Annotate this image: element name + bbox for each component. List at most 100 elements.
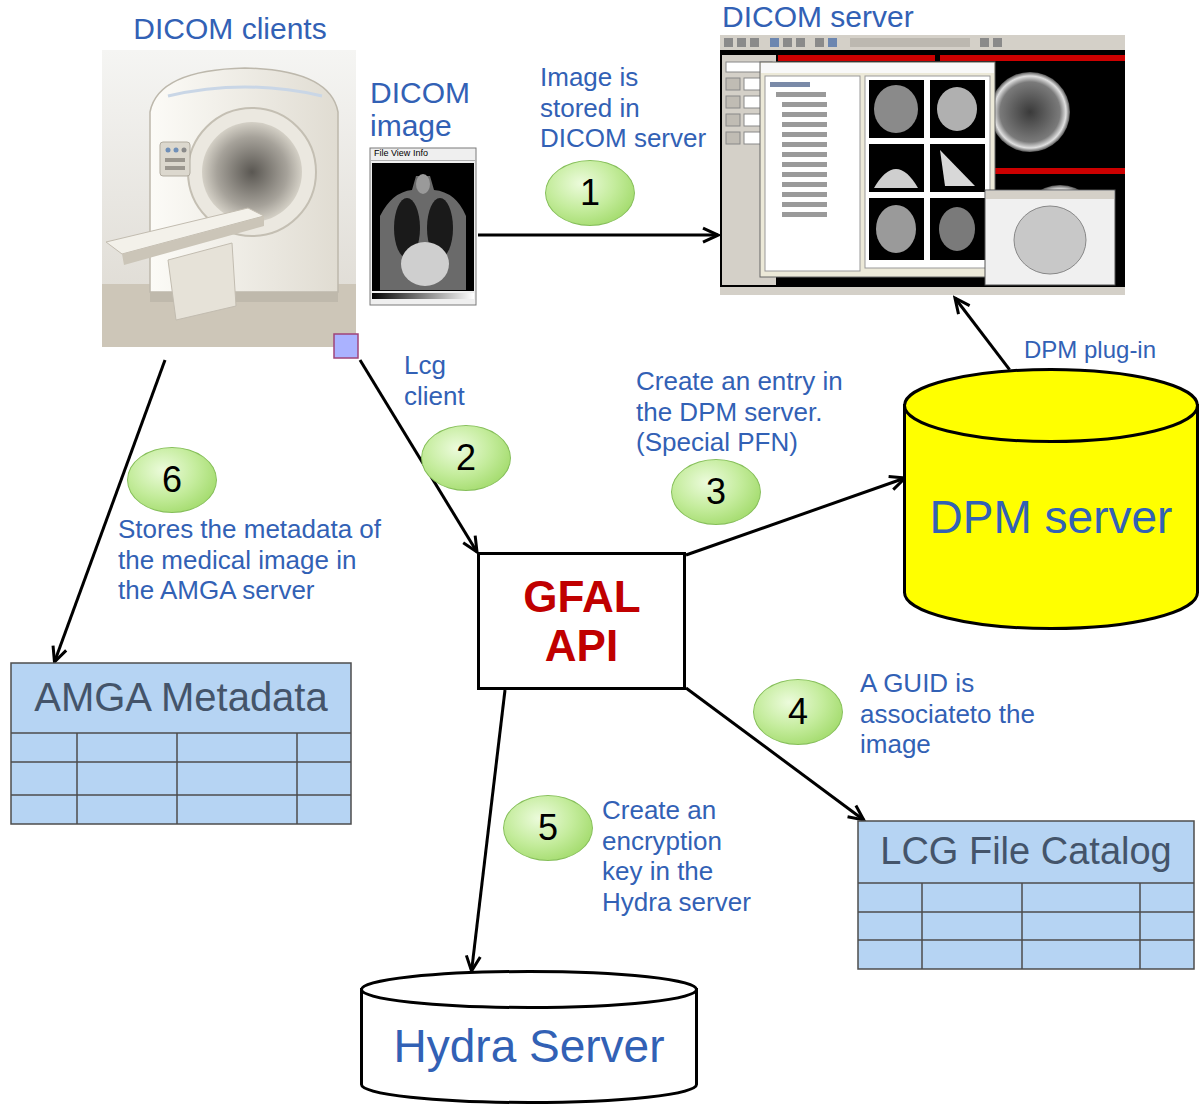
dicom-server-screenshot-part bbox=[760, 62, 995, 277]
dicom-server-screenshot-part bbox=[874, 85, 918, 133]
dicom-server-screenshot-part bbox=[990, 72, 1070, 152]
dicom-server-screenshot-part bbox=[776, 92, 826, 97]
key-server-cylinder-lid bbox=[362, 972, 697, 1008]
catalog-table-rule bbox=[858, 882, 1194, 884]
connector-arrow bbox=[54, 360, 165, 662]
dicom-server-screenshot-part bbox=[726, 132, 740, 144]
api-box-text: GFAL API bbox=[523, 572, 640, 671]
dicom-server-screenshot-part bbox=[869, 80, 924, 138]
menu-text: File bbox=[374, 148, 389, 159]
dicom-server-screenshot-part bbox=[724, 38, 733, 47]
metadata-table: AMGA Metadata bbox=[10, 662, 352, 825]
callout-number: 2 bbox=[421, 425, 511, 491]
client-port-square-part bbox=[334, 334, 358, 358]
callout-number: 1 bbox=[545, 160, 635, 226]
scanner-illustration-part bbox=[165, 158, 185, 162]
dicom-server-screenshot-part bbox=[783, 38, 792, 47]
dicom-server-screenshot-part bbox=[761, 63, 994, 73]
dicom-image-window-part bbox=[401, 242, 449, 286]
step-caption: Stores the metadata of the medical image… bbox=[118, 514, 388, 606]
dicom-server-screenshot-part bbox=[726, 114, 740, 126]
dicom-server-screenshot-part bbox=[930, 144, 985, 192]
dicom-server-screenshot-part bbox=[986, 191, 1114, 199]
image-thumbnail-text: DICOM image bbox=[370, 76, 478, 142]
storage-cylinder: DPM server bbox=[903, 368, 1199, 630]
dicom-server-screenshot-part bbox=[865, 76, 990, 268]
dicom-server-screenshot-part bbox=[869, 198, 924, 260]
dicom-image-window-part bbox=[372, 293, 474, 299]
dicom-server-screenshot-part bbox=[850, 38, 970, 47]
dicom-server-screenshot-part bbox=[939, 207, 975, 251]
dicom-server-screenshot-part bbox=[782, 202, 827, 207]
scanner-illustration-part bbox=[160, 142, 190, 176]
connector-arrow bbox=[472, 690, 505, 971]
dicom-server-screenshot-part bbox=[993, 38, 1002, 47]
dicom-server-screenshot-part bbox=[765, 76, 860, 271]
metadata-table-text: AMGA Metadata bbox=[10, 662, 352, 733]
dicom-server-screenshot-part bbox=[720, 35, 1125, 295]
metadata-table-rule bbox=[296, 733, 298, 824]
scanner-illustration bbox=[102, 50, 356, 347]
scanner-illustration-part bbox=[102, 50, 356, 347]
client-port-square bbox=[334, 334, 358, 358]
key-server-cylinder: Hydra Server bbox=[360, 970, 698, 1104]
dicom-server-screenshot-part bbox=[782, 192, 827, 197]
dicom-server-screenshot-part bbox=[726, 96, 740, 108]
dicom-server-screenshot-part bbox=[750, 38, 759, 47]
dicom-server-screenshot bbox=[720, 35, 1125, 295]
catalog-table-rule bbox=[1021, 883, 1023, 969]
metadata-table-frame bbox=[11, 663, 351, 824]
dicom-server-screenshot-part bbox=[782, 132, 827, 137]
callout-number: 3 bbox=[671, 459, 761, 525]
catalog-table-rule bbox=[921, 883, 923, 969]
metadata-table-rule bbox=[11, 761, 351, 763]
dicom-server-screenshot-part bbox=[782, 152, 827, 157]
callout-number: 4 bbox=[753, 679, 843, 745]
metadata-table-rule bbox=[11, 794, 351, 796]
dicom-server-screenshot-part bbox=[726, 78, 740, 90]
dicom-server-screenshot-part bbox=[876, 205, 916, 253]
key-server-cylinder-text: Hydra Server bbox=[394, 1020, 665, 1073]
server-screenshot-text: DICOM server bbox=[718, 0, 1128, 33]
dicom-server-screenshot-part bbox=[930, 198, 985, 260]
catalog-table: LCG File Catalog bbox=[857, 820, 1195, 970]
dicom-image-window-part bbox=[371, 160, 475, 161]
client-scanner: DICOM clients bbox=[100, 12, 360, 360]
scanner-illustration-part bbox=[168, 87, 322, 96]
catalog-table-rule bbox=[858, 911, 1194, 913]
dicom-server-screenshot-part bbox=[782, 142, 827, 147]
dicom-server-screenshot-part bbox=[874, 169, 918, 188]
step-caption: DPM plug-in bbox=[1024, 336, 1156, 364]
metadata-table-rule bbox=[11, 732, 351, 734]
dicom-server-screenshot-part bbox=[985, 190, 1115, 285]
dicom-server-screenshot-part bbox=[796, 38, 805, 47]
dicom-server-screenshot-part bbox=[720, 287, 1125, 295]
menu-text: Info bbox=[413, 148, 428, 159]
scanner-illustration-part bbox=[182, 148, 187, 153]
api-box: GFAL API bbox=[477, 552, 686, 690]
dicom-image-window bbox=[370, 148, 476, 305]
dicom-image-window-part bbox=[370, 148, 476, 305]
dicom-server-screenshot-part bbox=[720, 35, 1125, 50]
catalog-table-frame bbox=[858, 821, 1194, 969]
metadata-table-rule bbox=[76, 733, 78, 824]
server-screenshot: DICOM server bbox=[718, 0, 1128, 298]
dicom-server-screenshot-part bbox=[782, 172, 827, 177]
scanner-illustration-part bbox=[166, 148, 171, 153]
dicom-server-screenshot-part bbox=[869, 144, 924, 192]
dicom-server-screenshot-part bbox=[1014, 206, 1086, 274]
menu-text: View bbox=[391, 148, 410, 159]
dicom-server-screenshot-part bbox=[937, 87, 977, 131]
step-caption: Lcg client bbox=[404, 350, 476, 411]
callout-number: 6 bbox=[127, 447, 217, 513]
scanner-illustration-part bbox=[168, 243, 236, 320]
dicom-server-screenshot-part bbox=[940, 150, 975, 186]
dicom-server-screenshot-part bbox=[778, 55, 935, 61]
dicom-server-screenshot-part bbox=[782, 212, 827, 217]
scanner-illustration-part bbox=[174, 148, 179, 153]
storage-cylinder-text: DPM server bbox=[930, 491, 1173, 544]
metadata-table-rule bbox=[176, 733, 178, 824]
dicom-server-screenshot-part bbox=[940, 55, 1125, 61]
dicom-server-screenshot-part bbox=[782, 102, 827, 107]
